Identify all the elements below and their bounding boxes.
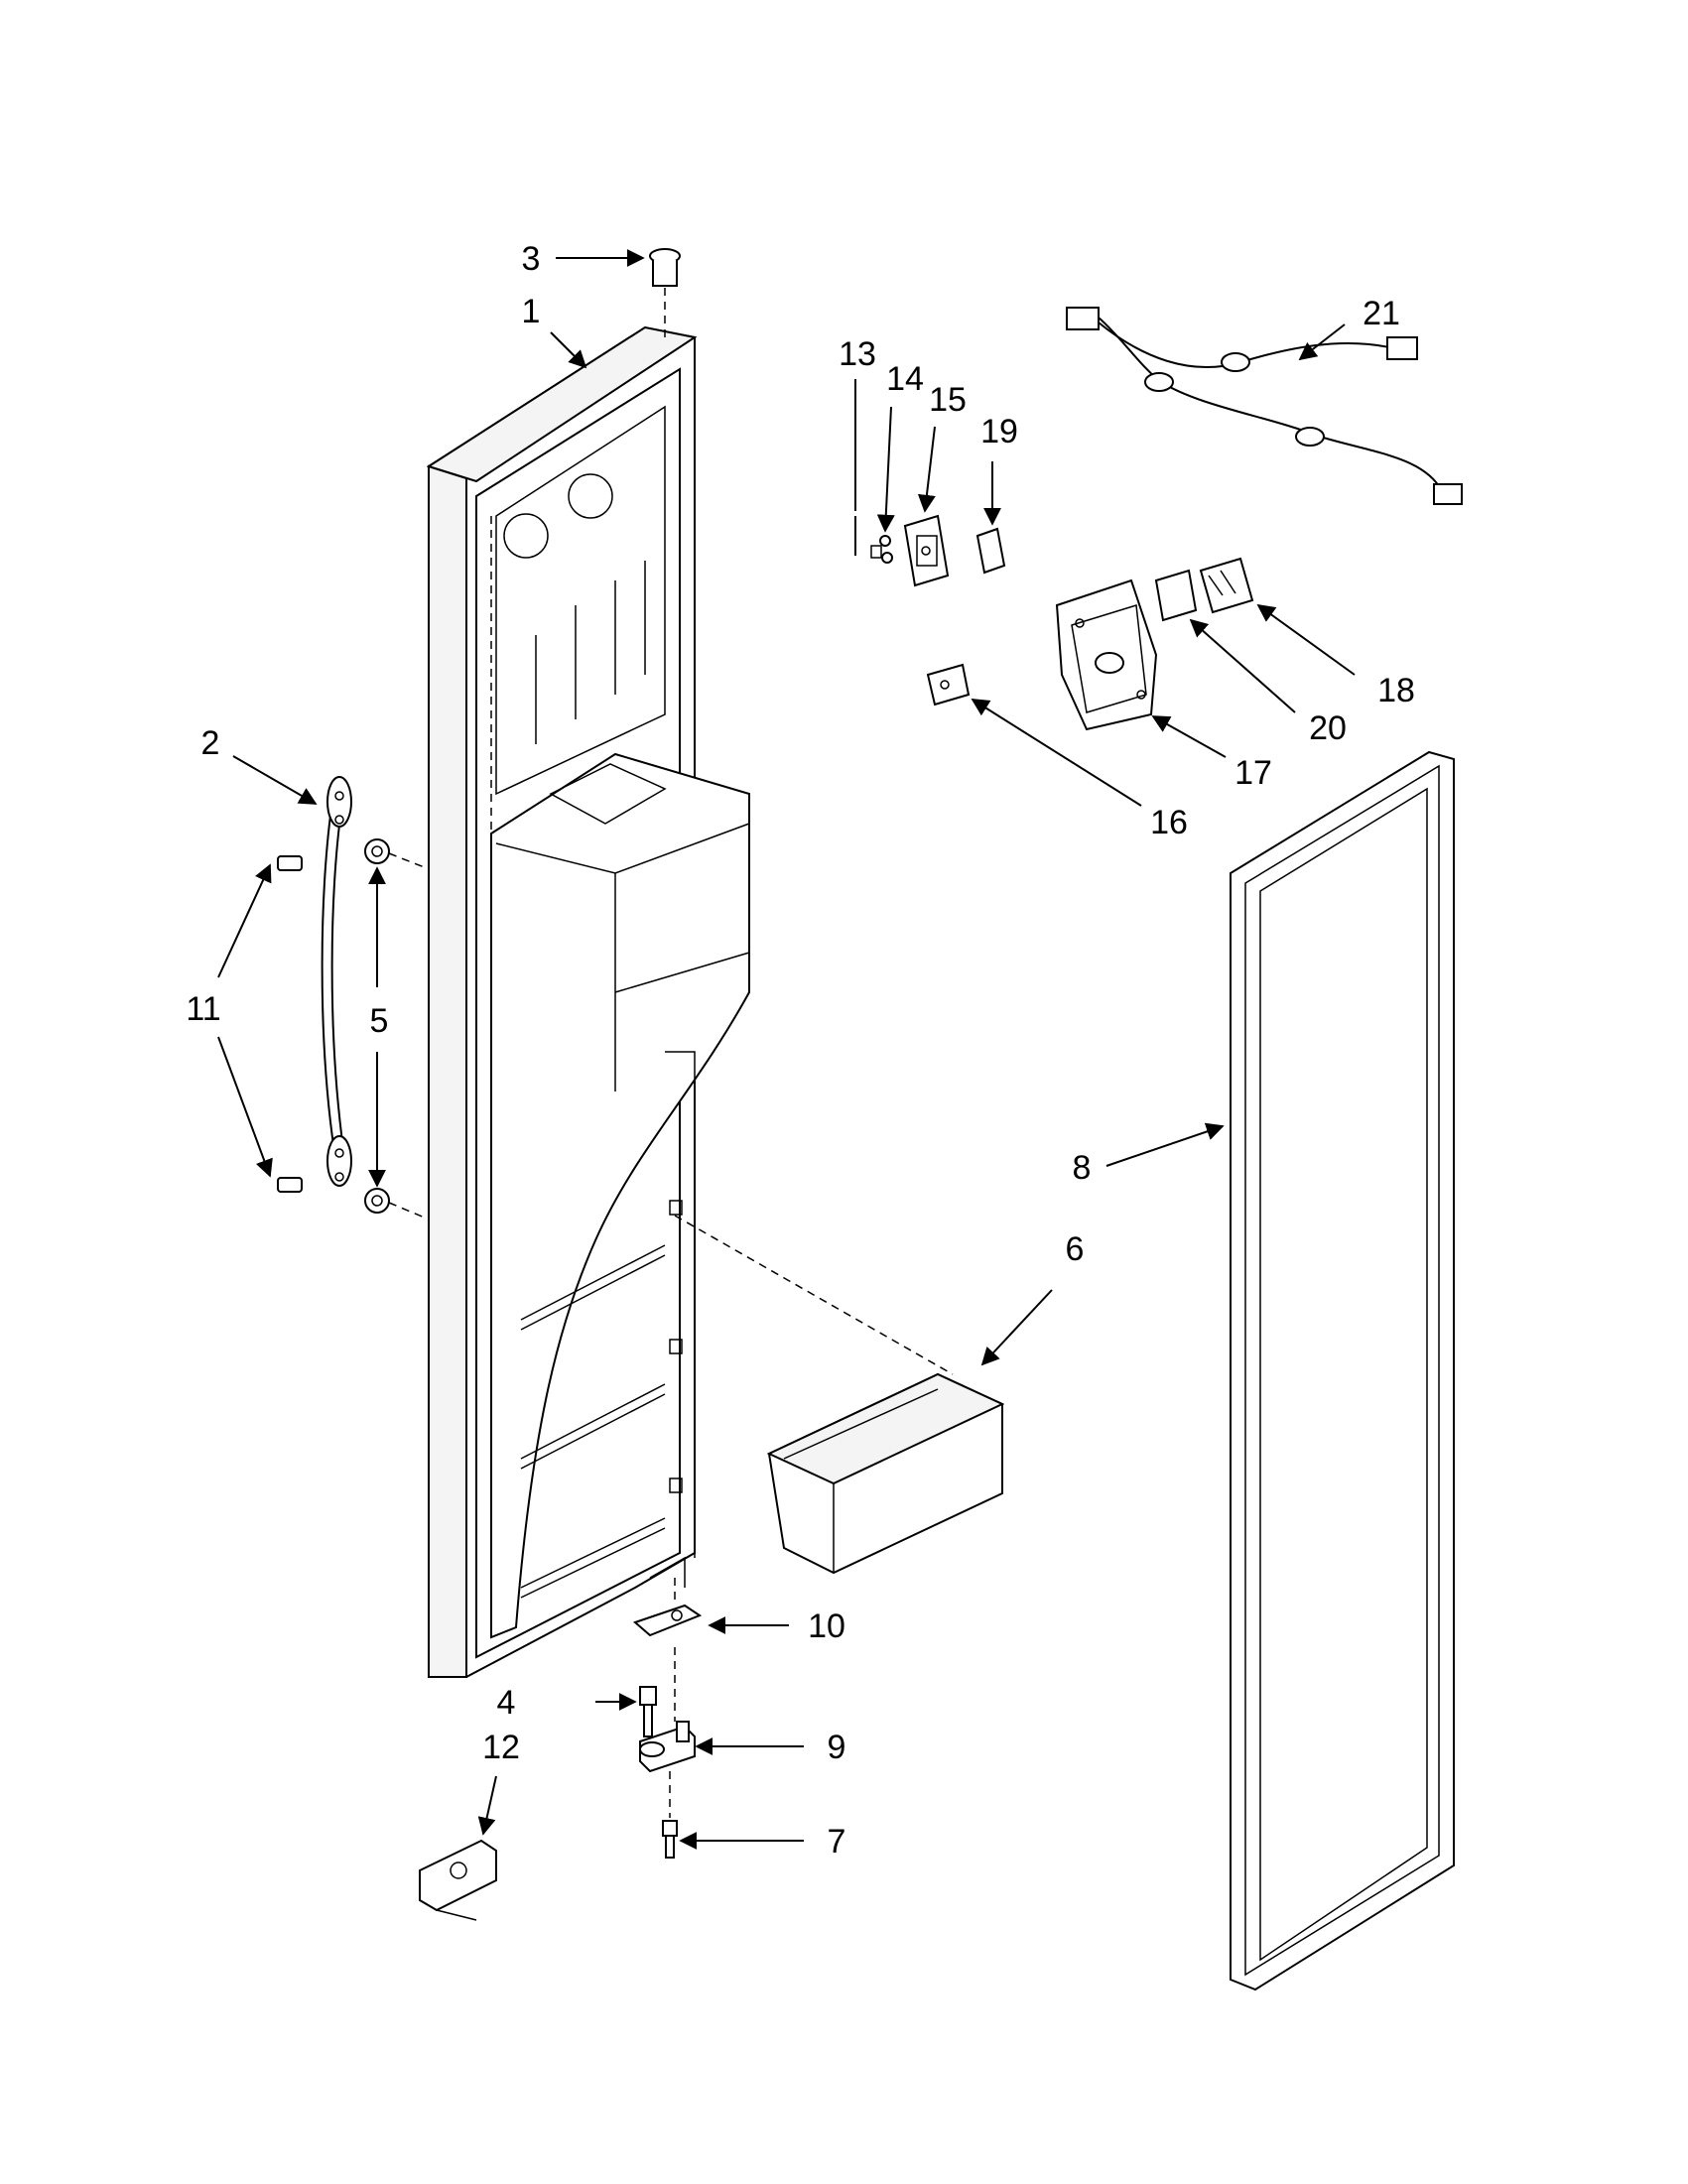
callout-18: 18 (1377, 672, 1415, 709)
callout-8: 8 (1073, 1149, 1092, 1187)
callout-9: 9 (828, 1729, 846, 1766)
callout-2: 2 (201, 724, 220, 762)
part-11-handle-screws[interactable] (277, 855, 303, 1193)
part-15-switch-housing[interactable] (903, 514, 950, 587)
callout-20: 20 (1309, 709, 1347, 747)
part-21-wire-harness[interactable] (1066, 307, 1463, 505)
part-7-screw[interactable] (662, 1771, 678, 1859)
callout-17: 17 (1234, 754, 1272, 792)
part-10-hinge-bracket[interactable] (633, 1578, 703, 1637)
leader-lines (217, 249, 1356, 1850)
part-6-door-bin[interactable] (674, 1215, 1005, 1575)
callout-10: 10 (808, 1607, 845, 1645)
callout-19: 19 (980, 413, 1018, 450)
part-18-circuit-board[interactable] (1199, 557, 1254, 614)
part-12-hinge-cover[interactable] (419, 1839, 497, 1921)
callout-16: 16 (1150, 804, 1188, 841)
part-9-hinge-pin[interactable] (639, 1647, 696, 1773)
part-8-door-gasket[interactable] (1230, 750, 1455, 1991)
part-14-screws[interactable] (870, 535, 893, 564)
callout-6: 6 (1066, 1230, 1085, 1268)
callout-3: 3 (522, 240, 541, 278)
callout-12: 12 (482, 1729, 520, 1766)
part-3-hinge-bushing[interactable] (649, 248, 681, 337)
part-20-bracket[interactable] (1154, 569, 1198, 622)
callout-4: 4 (497, 1684, 516, 1722)
callout-14: 14 (886, 360, 924, 398)
freezer-door-part[interactable] (426, 325, 750, 1678)
part-17-control-housing[interactable] (1055, 578, 1158, 731)
callout-1: 1 (522, 293, 541, 330)
callout-7: 7 (828, 1823, 846, 1861)
callout-11: 11 (186, 990, 220, 1028)
callout-13: 13 (839, 335, 876, 373)
callout-labels: 3 1 2 11 5 6 8 10 4 12 9 7 13 14 15 19 2… (186, 240, 1415, 1861)
part-16-sensor-board[interactable] (926, 663, 971, 707)
callout-5: 5 (370, 1002, 389, 1040)
callout-15: 15 (929, 381, 967, 419)
callout-21: 21 (1363, 295, 1400, 332)
part-5-handle-spacers[interactable] (364, 838, 428, 1220)
part-2-door-handle[interactable] (321, 776, 352, 1187)
part-19-clip[interactable] (975, 527, 1006, 575)
part-4-hinge-screw[interactable] (639, 1686, 657, 1737)
